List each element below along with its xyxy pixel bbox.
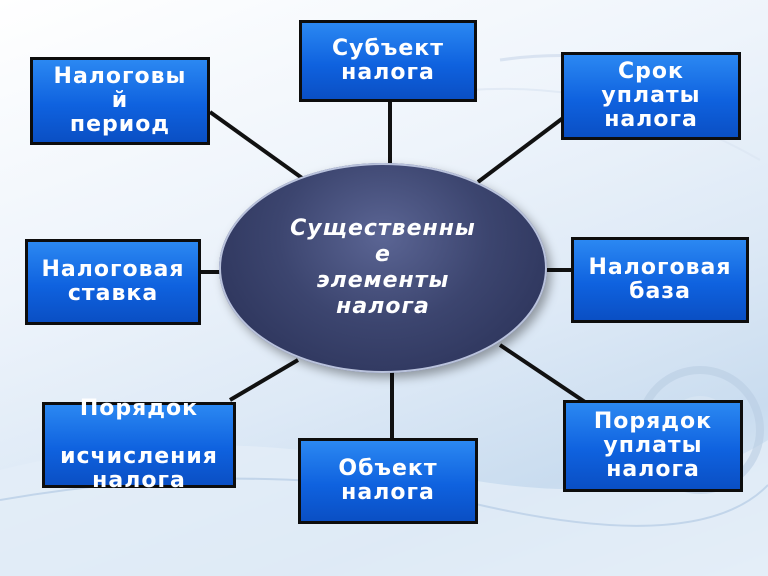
connector-term — [476, 116, 565, 184]
node-tax-object: Объект налога — [298, 438, 478, 524]
node-subject-label: Субъект налога — [332, 36, 444, 85]
node-payment-term: Срок уплаты налога — [561, 52, 741, 140]
node-tax-period: Налоговы й период — [30, 57, 210, 145]
node-tax-base-label: Налоговая база — [588, 255, 732, 304]
node-subject: Субъект налога — [299, 20, 477, 102]
node-payment-order-label: Порядок уплаты налога — [593, 409, 713, 482]
central-ellipse: Существенны е элементы налога — [219, 163, 547, 373]
node-payment-term-label: Срок уплаты налога — [601, 59, 701, 132]
node-tax-rate-label: Налоговая ставка — [41, 257, 185, 306]
node-calculation-order-label: Порядок исчисления налога — [60, 396, 218, 493]
node-tax-object-label: Объект налога — [338, 456, 438, 505]
node-calculation-order: Порядок исчисления налога — [42, 397, 236, 493]
node-tax-period-label: Налоговы й период — [53, 64, 187, 137]
connector-period — [208, 110, 304, 180]
node-tax-base: Налоговая база — [571, 237, 749, 323]
central-label: Существенны е элементы налога — [290, 216, 476, 319]
connector-pay-order — [498, 343, 587, 404]
connector-calc-order — [228, 358, 300, 402]
node-payment-order: Порядок уплаты налога — [563, 400, 743, 492]
node-tax-rate: Налоговая ставка — [25, 239, 201, 325]
